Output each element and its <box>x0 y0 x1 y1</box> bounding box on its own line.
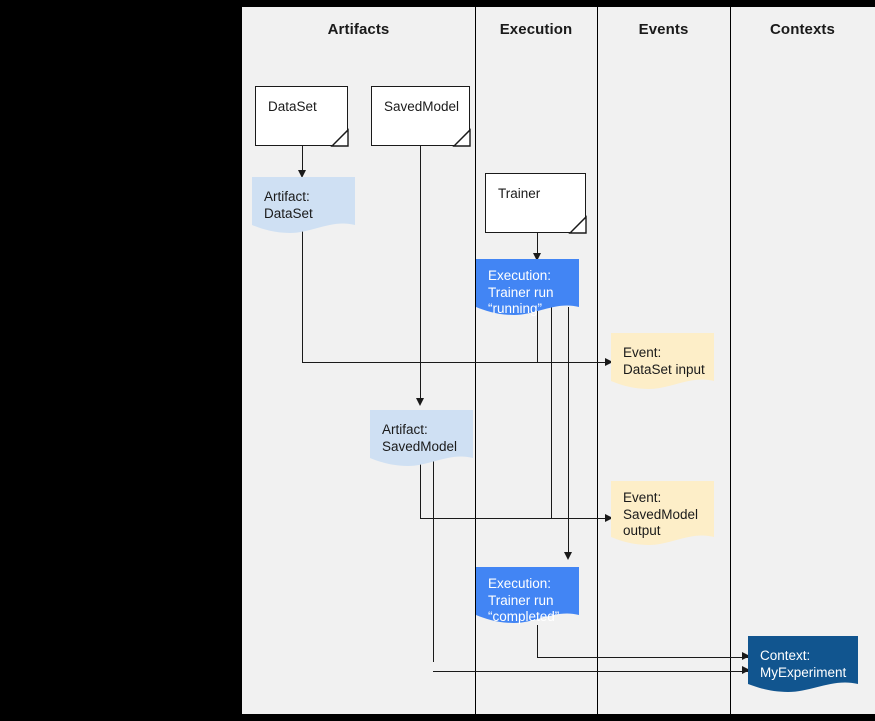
connector-trainer-to-execution-running <box>537 233 539 258</box>
document-shape <box>252 177 355 233</box>
lane-divider-events-contexts <box>730 7 731 714</box>
node-execution-running[interactable]: Execution: Trainer run “running” <box>476 259 579 319</box>
document-shape <box>370 410 473 466</box>
document-shape <box>611 481 714 545</box>
node-dataset-type[interactable]: DataSet <box>255 86 349 147</box>
arrowhead-execution-completed-to-context <box>742 652 750 660</box>
node-context-myexperiment-label: Context: MyExperiment <box>760 648 847 680</box>
document-shape <box>476 567 579 623</box>
arrowhead-execution-running-to-completed <box>564 552 572 560</box>
node-trainer-type[interactable]: Trainer <box>485 173 587 234</box>
connector-execution-running-to-execution-completed <box>568 307 570 557</box>
mlmd-swimlane-diagram: Artifacts Execution Events Contexts Data… <box>242 7 875 714</box>
document-shape <box>611 333 714 389</box>
connector-execution-running-to-event-input <box>537 307 539 363</box>
arrowhead-savedmodeltype-to-artifact <box>416 398 424 406</box>
arrowhead-artifact-dataset-to-event <box>605 358 613 366</box>
lane-header-execution: Execution <box>499 21 573 38</box>
folded-corner-icon <box>330 128 349 147</box>
node-execution-completed[interactable]: Execution: Trainer run “completed” <box>476 567 579 627</box>
connector-execution-completed-down <box>537 625 539 658</box>
node-execution-running-label: Execution: Trainer run “running” <box>488 268 554 316</box>
arrowhead-dataset-to-artifact <box>298 170 306 178</box>
connector-artifact-savedmodel-to-context-h <box>433 671 749 673</box>
node-event-dataset-input-label: Event: DataSet input <box>623 345 705 377</box>
connector-savedmodeltype-to-artifact <box>420 146 422 403</box>
connector-artifact-dataset-down <box>302 226 304 363</box>
connector-artifact-savedmodel-to-event <box>420 457 422 519</box>
folded-corner-icon <box>568 215 587 234</box>
lane-divider-execution-events <box>597 7 598 714</box>
node-savedmodel-type-label: SavedModel <box>384 99 460 114</box>
node-artifact-dataset[interactable]: Artifact: DataSet <box>252 177 355 237</box>
connector-execution-completed-to-context <box>537 657 749 659</box>
connector-artifact-dataset-to-event <box>302 362 611 364</box>
node-savedmodel-type[interactable]: SavedModel <box>371 86 471 147</box>
lane-header-artifacts: Artifacts <box>327 21 390 38</box>
node-artifact-dataset-label: Artifact: DataSet <box>264 189 313 221</box>
connector-to-event-savedmodel-output <box>420 518 611 520</box>
node-dataset-type-label: DataSet <box>268 99 317 114</box>
arrowhead-to-event-savedmodel-output <box>605 514 613 522</box>
node-artifact-savedmodel[interactable]: Artifact: SavedModel <box>370 410 473 470</box>
node-event-dataset-input[interactable]: Event: DataSet input <box>611 333 714 393</box>
node-event-savedmodel-output-label: Event: SavedModel output <box>623 490 699 538</box>
arrowhead-artifact-savedmodel-to-context <box>742 666 750 674</box>
lane-divider-artifacts-execution <box>475 7 476 714</box>
connector-dataset-to-artifact <box>302 146 304 175</box>
document-shape <box>748 636 858 692</box>
node-event-savedmodel-output[interactable]: Event: SavedModel output <box>611 481 714 549</box>
node-execution-completed-label: Execution: Trainer run “completed” <box>488 576 560 624</box>
document-shape <box>476 259 579 315</box>
lane-header-contexts: Contexts <box>770 21 835 38</box>
connector-artifact-savedmodel-to-context <box>433 457 435 662</box>
node-context-myexperiment[interactable]: Context: MyExperiment <box>748 636 858 696</box>
connector-execution-running-to-event-output <box>551 307 553 519</box>
folded-corner-icon <box>452 128 471 147</box>
node-artifact-savedmodel-label: Artifact: SavedModel <box>382 422 458 454</box>
arrowhead-trainer-to-execution-running <box>533 253 541 261</box>
lane-header-events: Events <box>638 21 689 38</box>
node-trainer-type-label: Trainer <box>498 186 541 201</box>
